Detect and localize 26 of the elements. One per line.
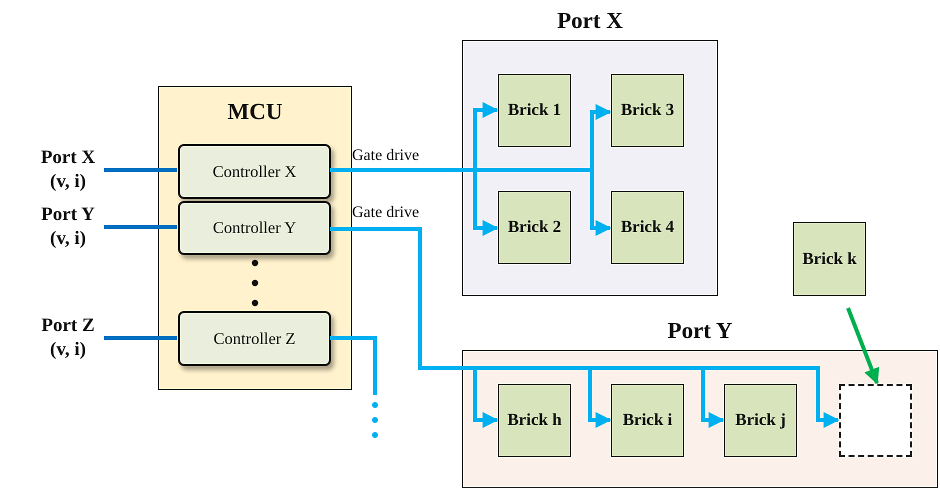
port-label: Port Z (v, i) [40,314,96,362]
connector-line [104,168,177,172]
connector-line [330,336,377,395]
brick-box: Brick h [498,384,571,457]
controller-box: Controller Z [178,311,331,366]
mcu-title: MCU [228,99,282,124]
controller-box: Controller Y [178,201,331,255]
brick-box: Brick k [793,222,866,296]
mcu-box [158,86,352,390]
edge-label: Gate drive [352,148,420,164]
port-label: Port Y (v, i) [40,203,96,251]
port-title: Port Y [668,318,732,343]
connector-line [104,225,177,229]
controller-box: Controller X [178,144,331,199]
empty-slot [839,384,912,457]
brick-box: Brick 4 [611,191,684,264]
brick-box: Brick 1 [498,74,571,147]
brick-box: Brick 3 [611,74,684,147]
connector-line [104,336,177,340]
arrow [846,307,880,384]
brick-box: Brick i [611,384,684,457]
port-title: Port X [557,8,623,33]
brick-box: Brick j [724,384,797,457]
brick-box: Brick 2 [498,191,571,264]
port-label: Port X (v, i) [40,146,96,194]
edge-label: Gate drive [352,205,420,221]
